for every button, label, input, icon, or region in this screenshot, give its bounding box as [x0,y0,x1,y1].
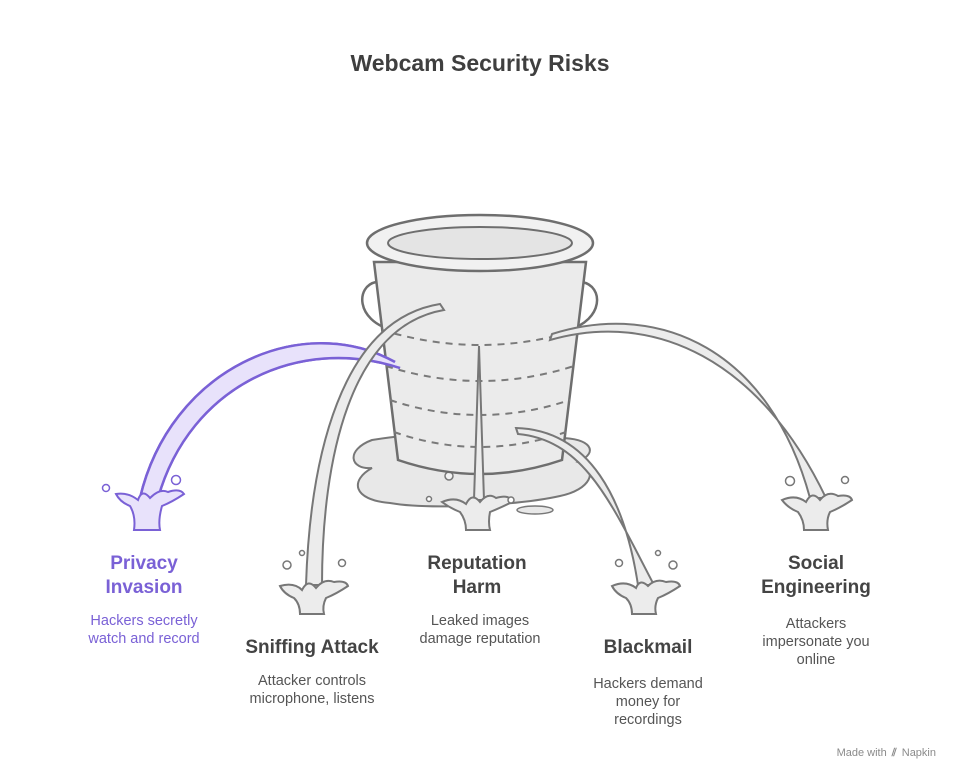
leak-stream-social [548,322,828,499]
risk-description-reputation-harm: Leaked images damage reputation [419,613,541,647]
diagram-title: Webcam Security Risks [350,50,610,76]
risk-description-sniffing-attack: Attacker controls microphone, listens [249,673,375,707]
leak-stream-blackmail [514,426,656,586]
puddle-drop [516,505,554,515]
risk-label-social-engineering: Social Engineering [761,553,871,598]
leak-stream-sniffing [304,302,446,586]
splash-blackmail [610,549,682,615]
bucket-rim-inner [387,226,573,260]
risk-label-sniffing-attack: Sniffing Attack [245,637,379,658]
risk-label-blackmail: Blackmail [603,637,693,658]
splash-social [780,475,854,531]
napkin-logo-icon: ⫽ [891,747,897,759]
splash-privacy [101,474,186,531]
risk-description-privacy-invasion: Hackers secretly watch and record [88,613,200,647]
risk-label-privacy-invasion: Privacy Invasion [105,553,183,598]
risk-label-reputation-harm: Reputation Harm [427,553,527,598]
made-with-footer[interactable]: Made with ⫽ Napkin [837,747,936,760]
footer-brand: Napkin [901,747,936,759]
splash-reputation [425,494,515,531]
risk-description-social-engineering: Attackers impersonate you online [762,616,870,668]
risk-description-blackmail: Hackers demand money for recordings [593,676,703,728]
splash-sniffing [278,549,350,615]
footer-prefix: Made with [836,747,887,759]
